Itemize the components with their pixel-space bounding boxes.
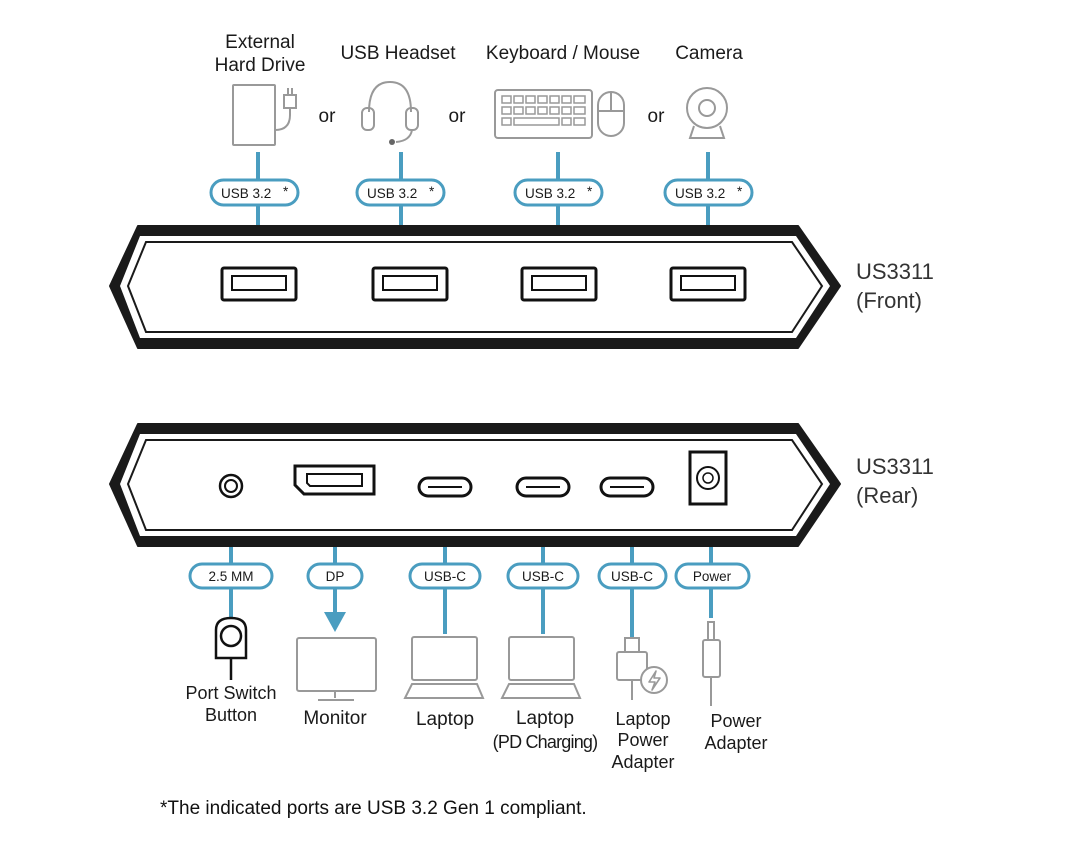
- rear-panel: [109, 423, 841, 547]
- svg-text:USB 3.2: USB 3.2: [367, 186, 417, 201]
- usb-c-port-3: [599, 476, 655, 498]
- svg-text:Power: Power: [693, 569, 732, 584]
- svg-text:USB 3.2: USB 3.2: [525, 186, 575, 201]
- usb-c-port-2: [515, 476, 571, 498]
- svg-text:USB 3.2: USB 3.2: [221, 186, 271, 201]
- svg-text:*: *: [587, 184, 593, 199]
- laptop-power-adapter-icon: [616, 637, 668, 700]
- port-label-usb-c-1: USB-C: [408, 562, 482, 590]
- camera-icon: [686, 87, 728, 139]
- svg-text:USB-C: USB-C: [611, 569, 653, 584]
- usb-c-port-1: [417, 476, 473, 498]
- port-switch-button-icon: [214, 616, 248, 680]
- usb-a-port-3: [520, 266, 598, 302]
- device-label-camera: Camera: [675, 43, 743, 64]
- port-label-usb-c-3: USB-C: [597, 562, 668, 590]
- label-power-adapter-line1: Power: [710, 711, 761, 731]
- port-label-usb32-4: USB 3.2 *: [663, 178, 754, 207]
- svg-text:USB-C: USB-C: [424, 569, 466, 584]
- usb-a-port-1: [220, 266, 298, 302]
- front-unit-model: US3311: [856, 259, 934, 284]
- svg-text:*: *: [429, 184, 435, 199]
- label-port-switch-line2: Button: [205, 705, 257, 725]
- device-label-hdd-line1: External: [225, 32, 295, 53]
- port-label-usb-c-2: USB-C: [506, 562, 580, 590]
- laptop-pd-charging-icon: [500, 636, 582, 699]
- front-panel: [109, 225, 841, 349]
- rear-unit-side: (Rear): [856, 483, 918, 508]
- front-unit-side: (Front): [856, 288, 922, 313]
- displayport-port: [293, 464, 376, 496]
- port-label-usb32-3: USB 3.2 *: [513, 178, 604, 207]
- port-label-2-5mm: 2.5 MM: [188, 562, 274, 590]
- port-label-dp: DP: [306, 562, 364, 590]
- port-label-usb32-1: USB 3.2 *: [209, 178, 300, 207]
- keyboard-mouse-icon: [494, 89, 625, 139]
- or-separator-3: or: [648, 106, 666, 127]
- device-label-headset: USB Headset: [340, 43, 456, 64]
- label-laptop-adapter-line3: Adapter: [611, 752, 674, 772]
- monitor-icon: [296, 637, 377, 701]
- svg-text:2.5 MM: 2.5 MM: [208, 569, 253, 584]
- device-label-hdd-line2: Hard Drive: [215, 55, 306, 76]
- label-port-switch-line1: Port Switch: [185, 683, 276, 703]
- usb-a-port-4: [669, 266, 747, 302]
- svg-text:DP: DP: [326, 569, 345, 584]
- dc-power-port: [688, 450, 728, 506]
- label-power-adapter-line2: Adapter: [704, 733, 767, 753]
- rear-unit-model: US3311: [856, 454, 934, 479]
- label-monitor: Monitor: [303, 708, 367, 729]
- audio-jack-port: [218, 473, 244, 499]
- device-label-keyboard-mouse: Keyboard / Mouse: [486, 43, 640, 64]
- label-laptop-pd-line1: Laptop: [516, 708, 574, 729]
- label-laptop-pd-line2: (PD Charging): [493, 732, 598, 752]
- dp-arrow-icon: [324, 612, 346, 632]
- power-adapter-plug-icon: [702, 621, 721, 706]
- or-separator-1: or: [319, 106, 337, 127]
- svg-text:USB-C: USB-C: [522, 569, 564, 584]
- external-hard-drive-icon: [232, 84, 297, 146]
- laptop-icon: [403, 636, 485, 699]
- headset-icon: [361, 80, 419, 145]
- svg-text:*: *: [283, 184, 289, 199]
- label-laptop: Laptop: [416, 709, 474, 730]
- label-laptop-adapter-line1: Laptop: [615, 709, 670, 729]
- svg-text:USB 3.2: USB 3.2: [675, 186, 725, 201]
- svg-text:*: *: [737, 184, 743, 199]
- port-label-power: Power: [674, 562, 751, 590]
- label-laptop-adapter-line2: Power: [617, 730, 668, 750]
- usb-a-port-2: [371, 266, 449, 302]
- footnote: *The indicated ports are USB 3.2 Gen 1 c…: [160, 798, 587, 819]
- port-label-usb32-2: USB 3.2 *: [355, 178, 446, 207]
- or-separator-2: or: [449, 106, 467, 127]
